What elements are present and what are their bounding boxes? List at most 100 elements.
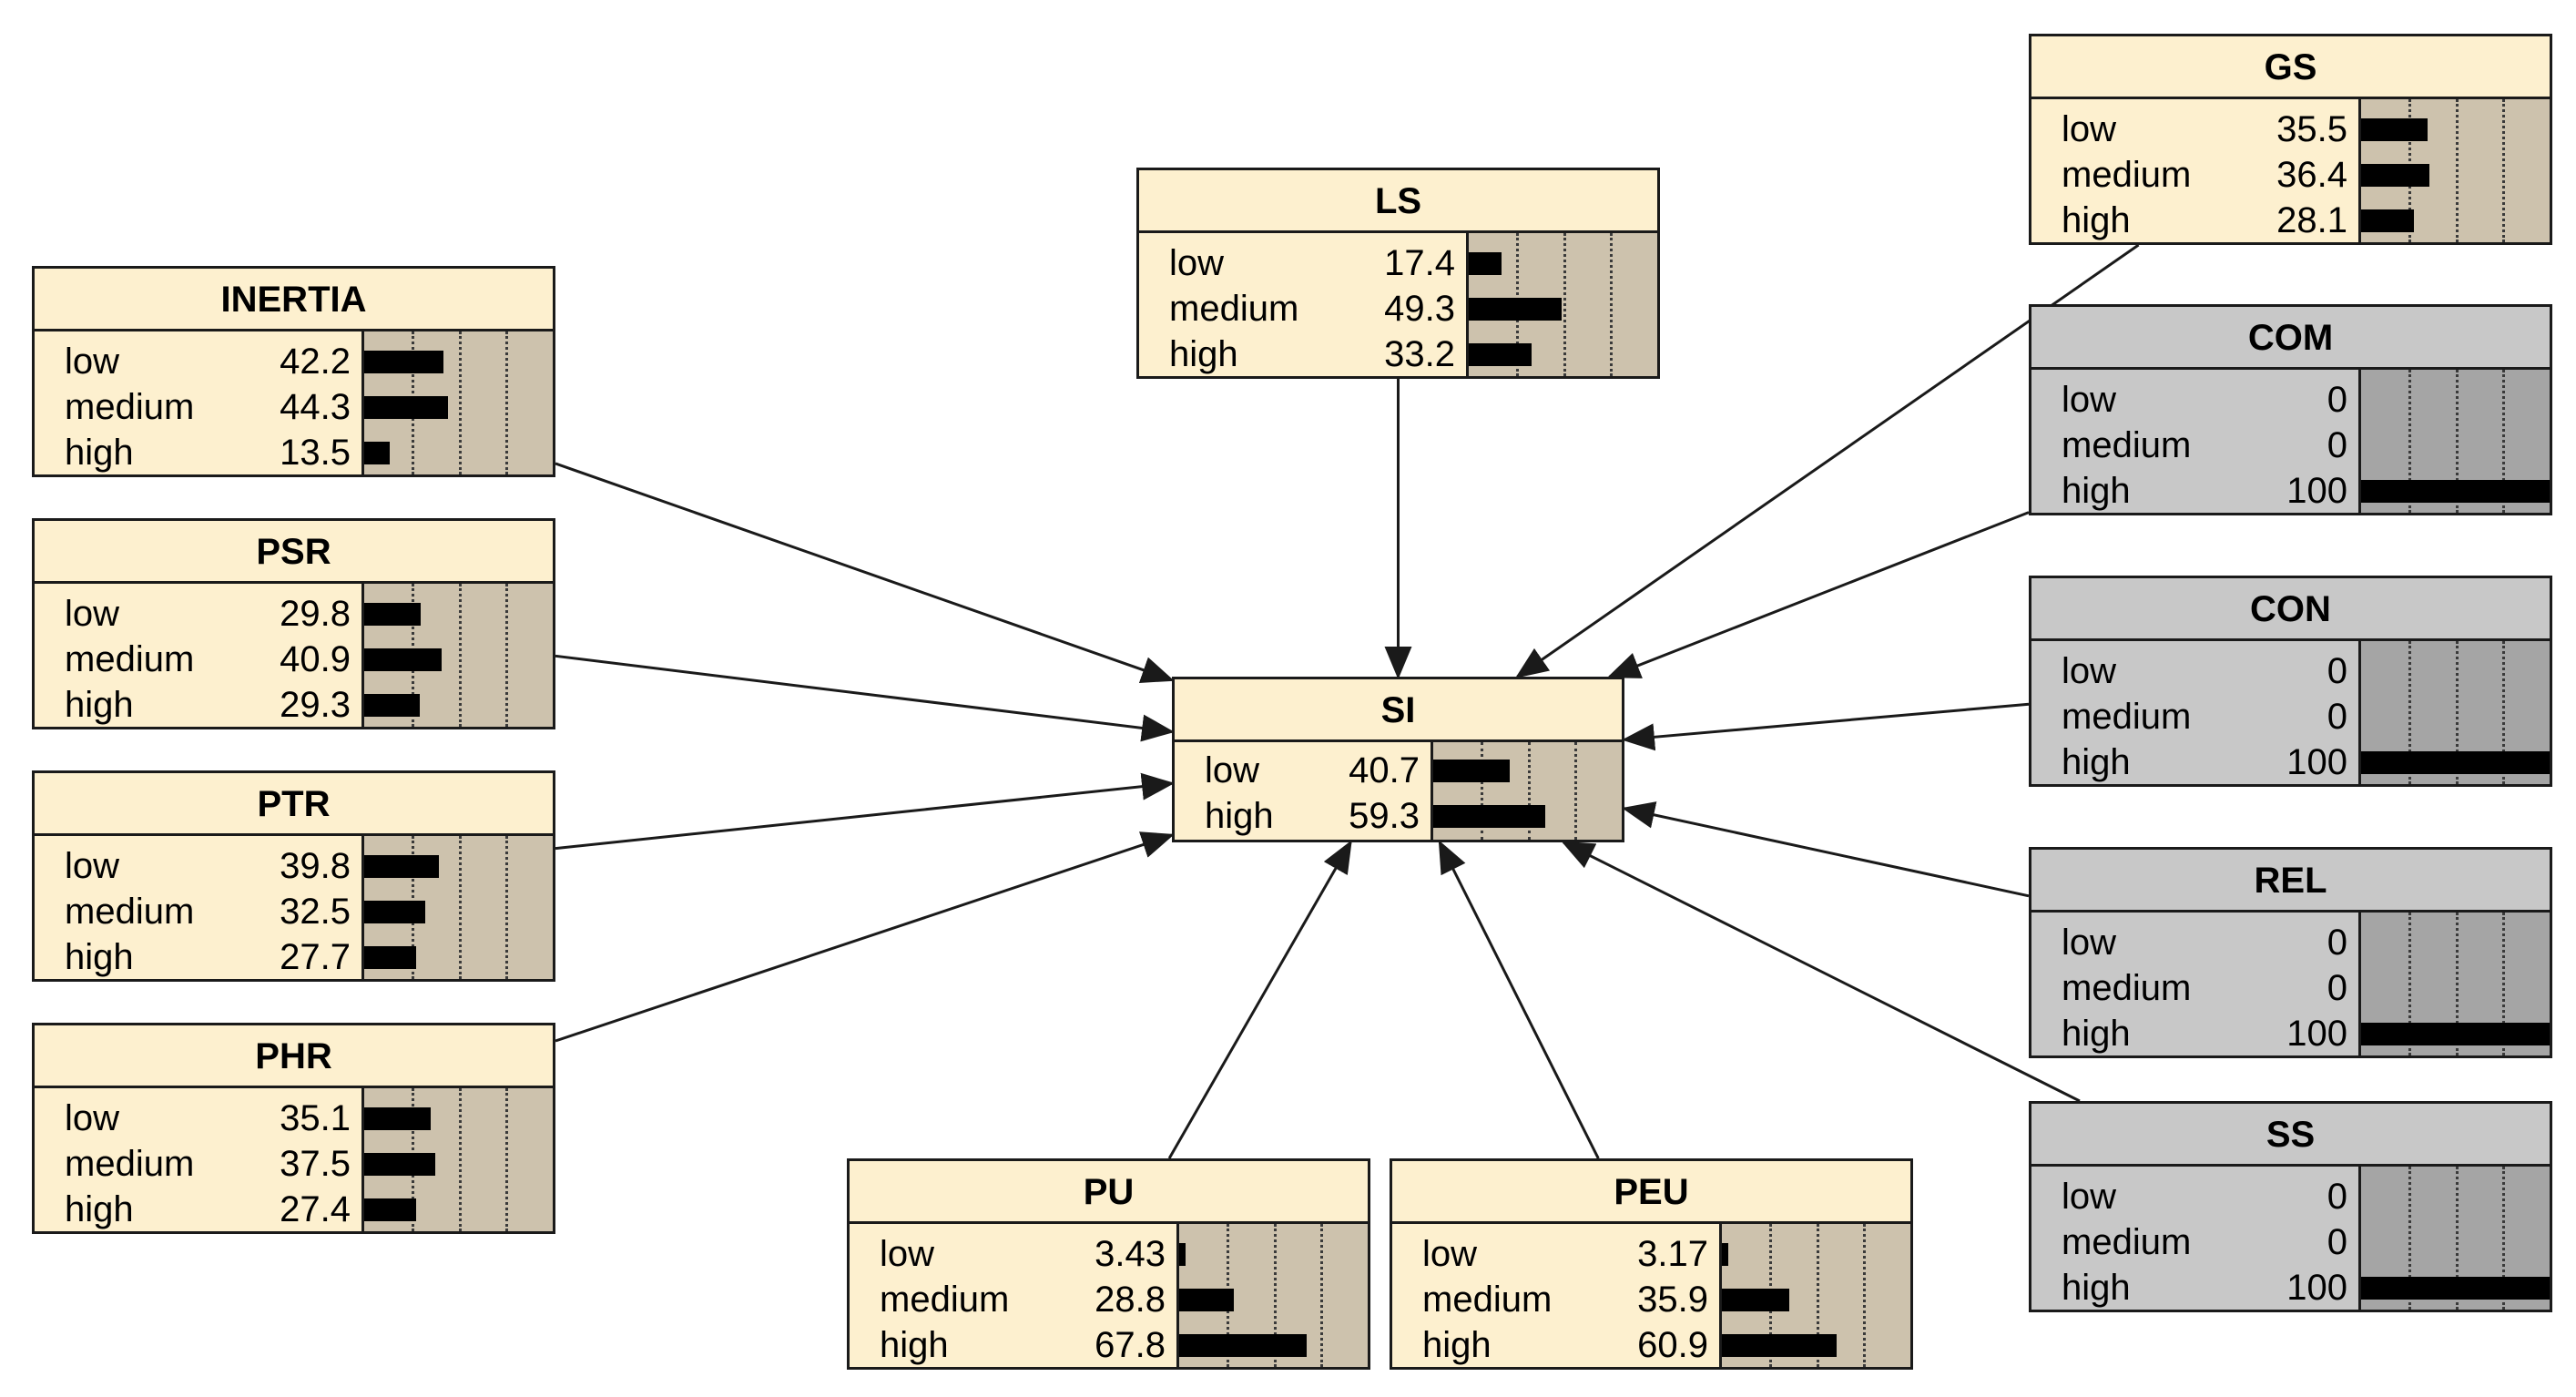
state-label: high: [2062, 1014, 2131, 1054]
bar-gridline: [2408, 1167, 2411, 1310]
node-title: PSR: [35, 521, 553, 584]
state-value: 59.3: [1349, 796, 1420, 836]
bar-gridline: [2502, 1167, 2506, 1310]
bar-gridline: [1863, 1224, 1867, 1367]
state-label: medium: [65, 387, 195, 427]
state-label: medium: [2062, 1222, 2192, 1262]
state-value: 35.1: [280, 1098, 351, 1138]
bar-gridline: [2408, 913, 2411, 1055]
bar-gridline: [458, 836, 462, 979]
state-value: 100: [2286, 471, 2347, 511]
state-label: low: [2062, 923, 2117, 963]
state-label: low: [65, 1098, 120, 1138]
state-row-medium: medium 32.5: [35, 889, 361, 934]
state-label: high: [2062, 200, 2131, 240]
node-title: LS: [1139, 170, 1657, 233]
edge-con-to-si: [1622, 702, 2030, 751]
belief-bar-area: [1179, 1224, 1368, 1367]
state-value: 40.9: [280, 639, 351, 679]
state-label: medium: [65, 892, 195, 932]
state-label: low: [65, 846, 120, 886]
state-row-medium: medium 28.8: [850, 1277, 1176, 1322]
bar-gridline: [505, 584, 509, 727]
state-value: 28.8: [1095, 1280, 1166, 1320]
state-value: 42.2: [280, 342, 351, 382]
state-value: 3.43: [1095, 1234, 1166, 1274]
state-label: medium: [1422, 1280, 1553, 1320]
bar-gridline: [1816, 1224, 1819, 1367]
belief-bar-low: [1433, 760, 1511, 782]
bar-gridline: [2502, 641, 2506, 784]
state-label: low: [65, 342, 120, 382]
state-label: low: [1169, 243, 1225, 283]
belief-bar-area: [2361, 1167, 2550, 1310]
state-value: 27.4: [280, 1189, 351, 1229]
belief-bar-high: [1469, 343, 1532, 366]
state-value: 0: [2327, 697, 2347, 737]
edge-pu-to-si: [1167, 840, 1352, 1159]
state-label: high: [2062, 471, 2131, 511]
state-label: high: [1169, 334, 1238, 374]
node-title: CON: [2031, 578, 2550, 641]
belief-bar-high: [2361, 1023, 2550, 1045]
belief-bar-medium: [364, 396, 448, 419]
state-value: 0: [2327, 923, 2347, 963]
state-label: high: [65, 433, 134, 473]
belief-bar-medium: [364, 648, 442, 671]
state-label: high: [2062, 1268, 2131, 1308]
belief-bar-low: [1469, 252, 1502, 275]
belief-bar-high: [2361, 1277, 2550, 1300]
edge-ss-to-si: [1561, 841, 2081, 1103]
state-label: medium: [880, 1280, 1010, 1320]
bar-gridline: [1610, 233, 1614, 376]
bar-gridline: [2455, 99, 2459, 242]
state-value: 35.5: [2276, 109, 2347, 149]
state-value: 32.5: [280, 892, 351, 932]
node-title: REL: [2031, 850, 2550, 913]
state-row-low: low 35.1: [35, 1096, 361, 1141]
state-value: 13.5: [280, 433, 351, 473]
belief-bar-area: [364, 836, 553, 979]
state-label: high: [65, 685, 134, 725]
edge-ptr-to-si: [555, 772, 1175, 851]
state-label: high: [880, 1325, 949, 1365]
state-value: 27.7: [280, 937, 351, 977]
state-value: 60.9: [1637, 1325, 1708, 1365]
